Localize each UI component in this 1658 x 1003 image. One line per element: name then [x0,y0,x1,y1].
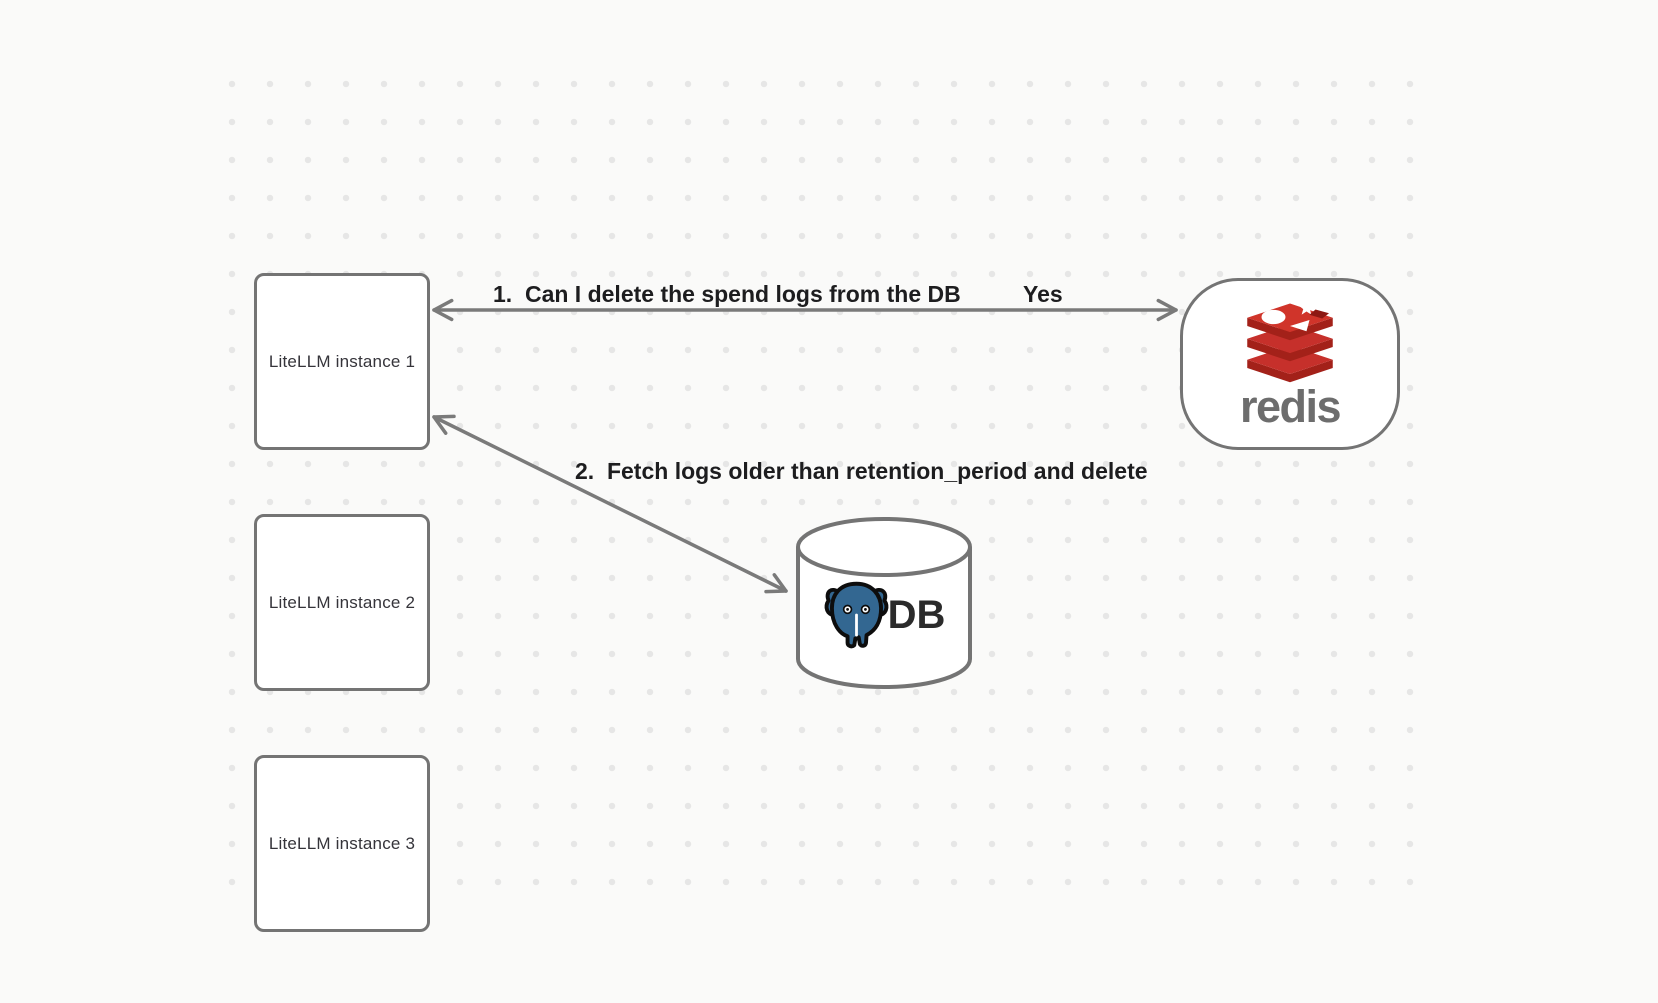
arrow-1-label: 1. Can I delete the spend logs from the … [493,281,961,307]
node-label: LiteLLM instance 2 [268,592,416,612]
node-label: LiteLLM instance 3 [268,833,416,853]
redis-logo-icon [1247,299,1333,383]
postgres-db-cylinder: DB [793,513,975,693]
db-content: DB [793,575,975,655]
postgresql-elephant-icon [824,581,888,649]
arrow-2-label: 2. Fetch logs older than retention_perio… [575,458,1148,484]
node-label: LiteLLM instance 1 [268,351,416,371]
litellm-instance-2-node: LiteLLM instance 2 [254,514,430,691]
cylinder-shape [796,517,972,689]
litellm-instance-3-node: LiteLLM instance 3 [254,755,430,932]
db-label: DB [887,593,946,637]
redis-node: redis [1180,278,1400,450]
arrow-1-response-label: Yes [1023,281,1063,307]
redis-wordmark: redis [1239,381,1342,432]
litellm-instance-1-node: LiteLLM instance 1 [254,273,430,450]
